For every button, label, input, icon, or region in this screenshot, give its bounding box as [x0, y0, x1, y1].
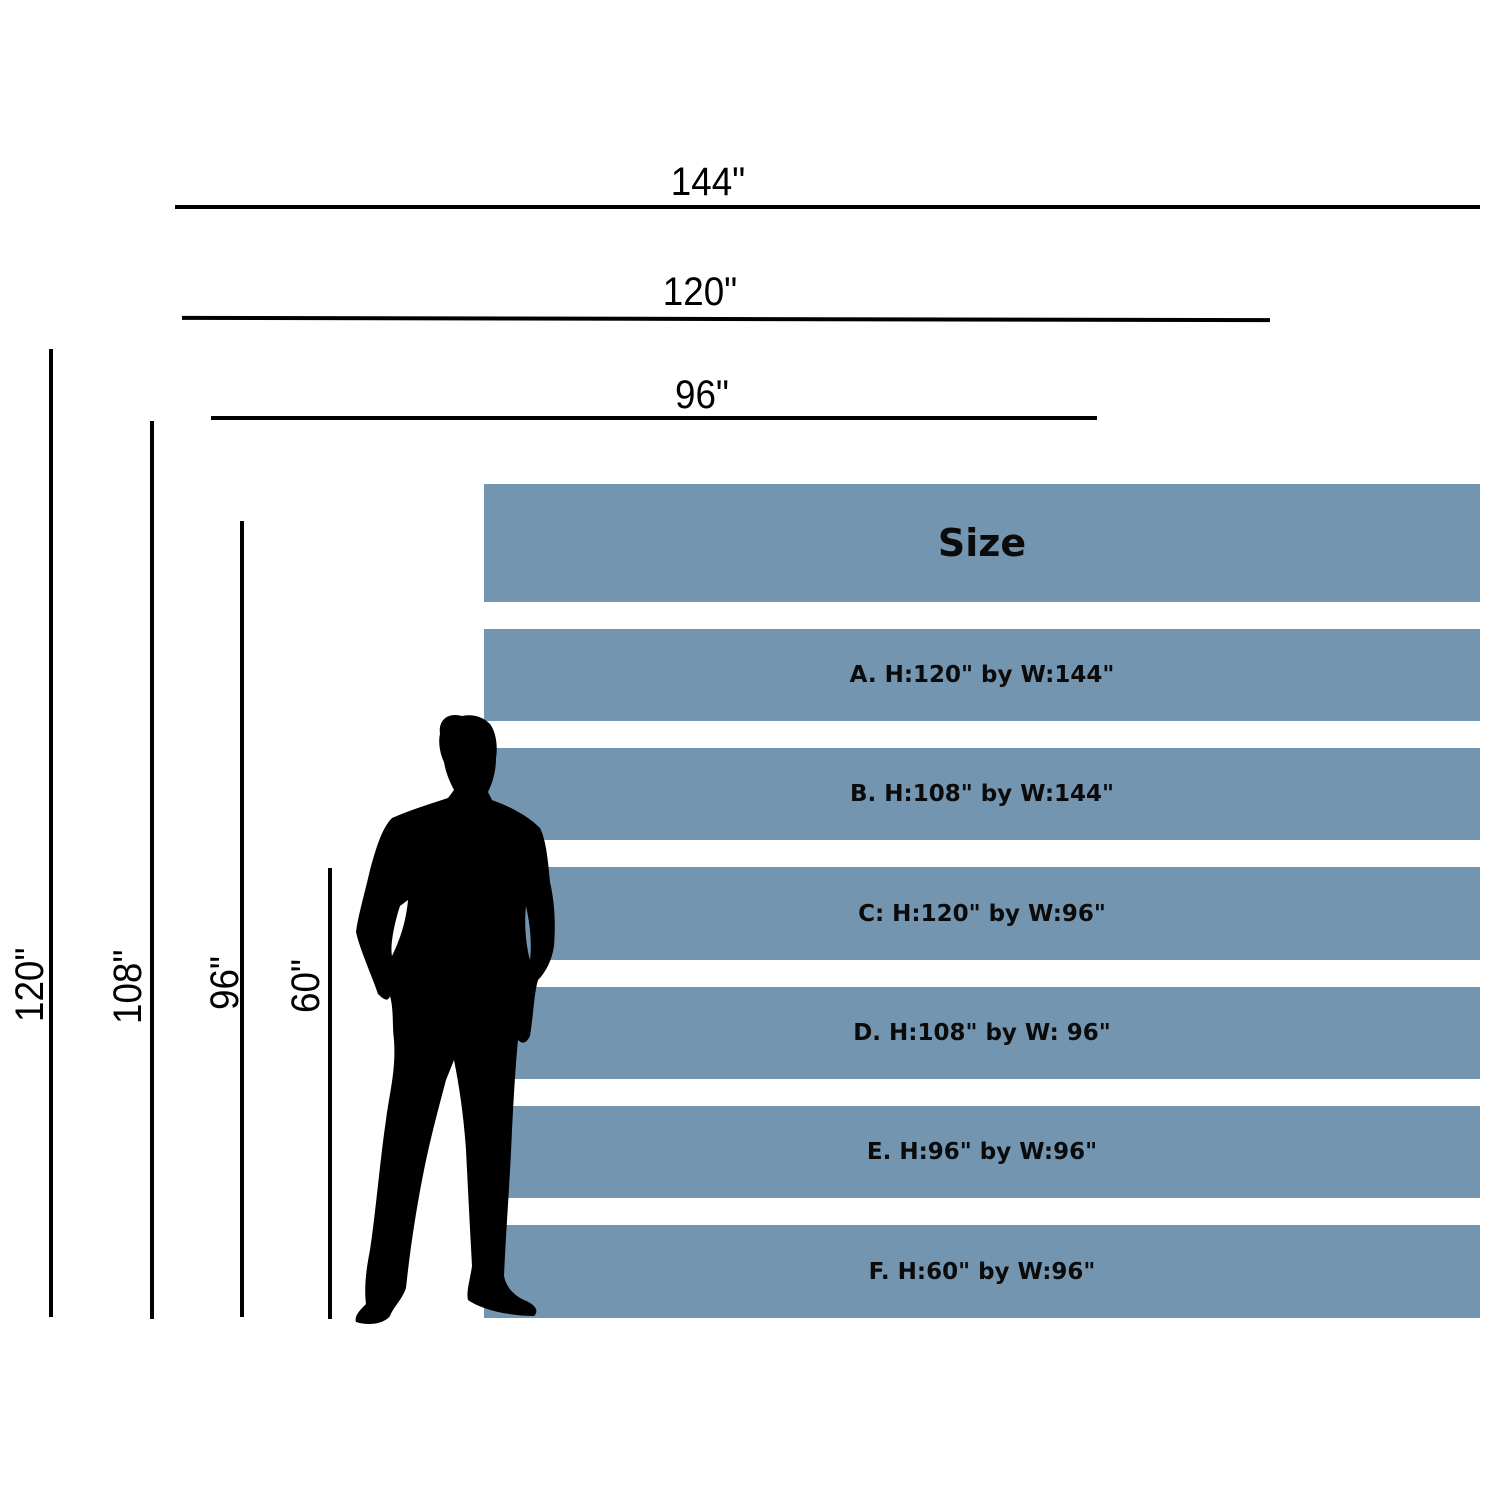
width-line-144: [175, 205, 1480, 209]
size-option-label: D. H:108" by W: 96": [853, 1020, 1111, 1046]
size-option-label: B. H:108" by W:144": [849, 781, 1115, 807]
width-label-144: 144": [670, 160, 746, 204]
width-label-96: 96": [674, 373, 729, 417]
width-line-96: [211, 416, 1097, 420]
width-line-120: [181, 315, 1271, 323]
size-option-label: F. H:60" by W:96": [868, 1258, 1096, 1285]
height-label-96: 96": [203, 955, 247, 1010]
size-option-f: F. H:60" by W:96": [484, 1225, 1480, 1318]
height-line-96: [240, 521, 244, 1317]
size-option-label: C: H:120" by W:96": [858, 900, 1106, 927]
height-line-60: [328, 868, 332, 1319]
height-line-120: [49, 349, 53, 1317]
size-option-c: C: H:120" by W:96": [484, 867, 1480, 960]
width-label-120: 120": [662, 270, 738, 314]
size-option-a: A. H:120" by W:144": [484, 629, 1480, 721]
size-option-label: A. H:120" by W:144": [849, 662, 1115, 688]
size-table-header: Size: [484, 484, 1480, 602]
height-label-120: 120": [8, 947, 52, 1022]
height-label-60: 60": [284, 958, 328, 1013]
size-option-label: E. H:96" by W:96": [866, 1139, 1098, 1165]
size-option-d: D. H:108" by W: 96": [484, 987, 1480, 1079]
size-option-b: B. H:108" by W:144": [484, 748, 1480, 840]
size-title: Size: [937, 521, 1027, 565]
height-line-108: [150, 421, 154, 1319]
height-label-108: 108": [106, 949, 150, 1024]
size-option-e: E. H:96" by W:96": [484, 1106, 1480, 1198]
person-silhouette-icon: [355, 714, 555, 1324]
